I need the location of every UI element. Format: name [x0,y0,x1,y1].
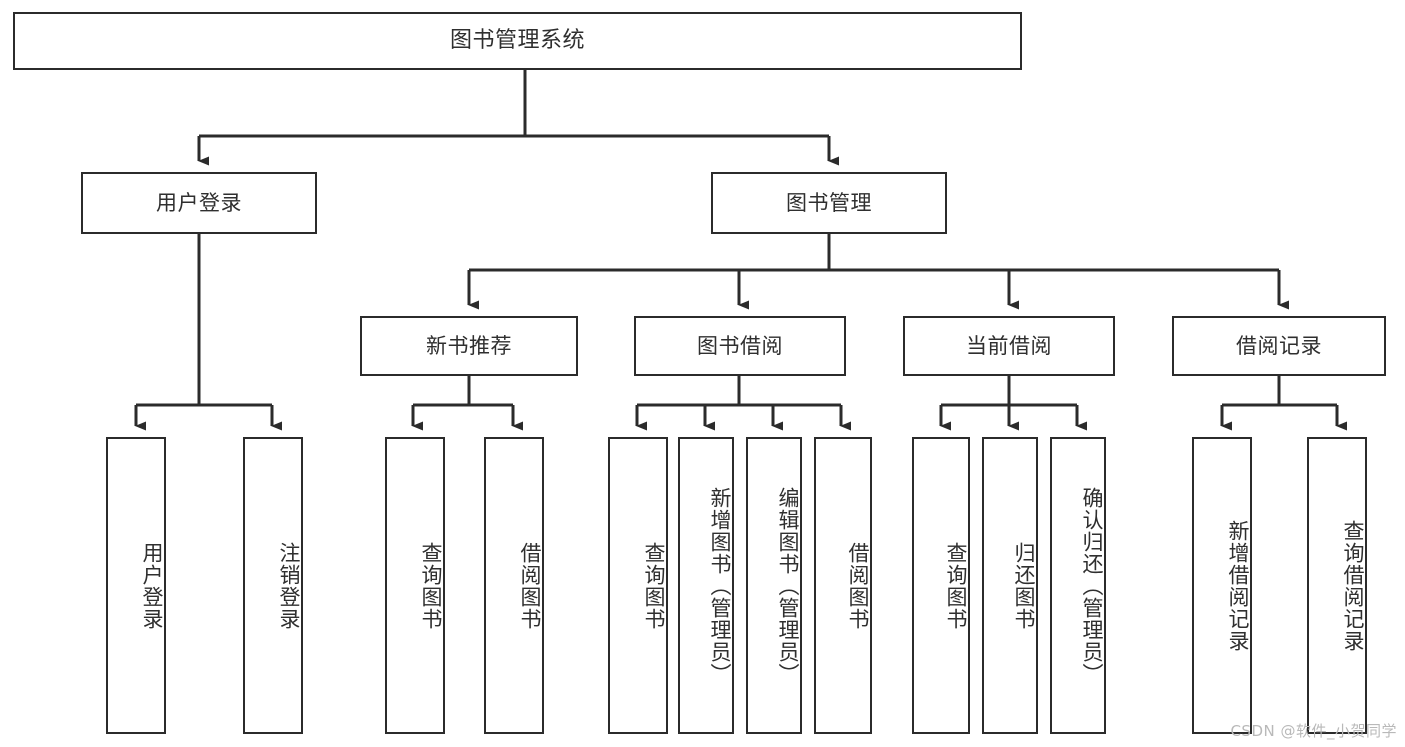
node-book-management[interactable]: 图书管理 [711,172,947,234]
csdn-watermark: CSDN @软件_小贺同学 [1230,722,1397,740]
leaf-return-books[interactable]: 归还图书 [982,437,1038,734]
leaf-label: 借阅图书 [518,541,542,630]
leaf-logout[interactable]: 注销登录 [243,437,303,734]
leaf-borrow-books-2[interactable]: 借阅图书 [814,437,872,734]
leaf-query-books-3[interactable]: 查询图书 [912,437,970,734]
leaf-query-borrow-record[interactable]: 查询借阅记录 [1307,437,1367,734]
node-root[interactable]: 图书管理系统 [13,12,1022,70]
node-user-login[interactable]: 用户登录 [81,172,317,234]
leaf-borrow-books-1[interactable]: 借阅图书 [484,437,544,734]
leaf-label: 新增借阅记录 [1226,519,1250,652]
leaf-label: 查询借阅记录 [1341,519,1365,652]
node-book-borrow[interactable]: 图书借阅 [634,316,846,376]
leaf-label: 用户登录 [140,541,164,630]
node-current-borrow[interactable]: 当前借阅 [903,316,1115,376]
leaf-label: 查询图书 [419,541,443,630]
node-new-book-recommend[interactable]: 新书推荐 [360,316,578,376]
leaf-label: 注销登录 [277,541,301,630]
node-borrow-records[interactable]: 借阅记录 [1172,316,1386,376]
leaf-user-login[interactable]: 用户登录 [106,437,166,734]
leaf-label: 编辑图书（管理员） [776,486,800,685]
leaf-label: 新增图书（管理员） [708,486,732,685]
leaf-label: 归还图书 [1012,541,1036,630]
leaf-label: 借阅图书 [846,541,870,630]
leaf-label: 查询图书 [944,541,968,630]
leaf-add-book-admin[interactable]: 新增图书（管理员） [678,437,734,734]
leaf-query-books-1[interactable]: 查询图书 [385,437,445,734]
leaf-label: 确认归还（管理员） [1080,486,1104,685]
leaf-query-books-2[interactable]: 查询图书 [608,437,668,734]
leaf-confirm-return-admin[interactable]: 确认归还（管理员） [1050,437,1106,734]
leaf-label: 查询图书 [642,541,666,630]
leaf-edit-book-admin[interactable]: 编辑图书（管理员） [746,437,802,734]
leaf-add-borrow-record[interactable]: 新增借阅记录 [1192,437,1252,734]
